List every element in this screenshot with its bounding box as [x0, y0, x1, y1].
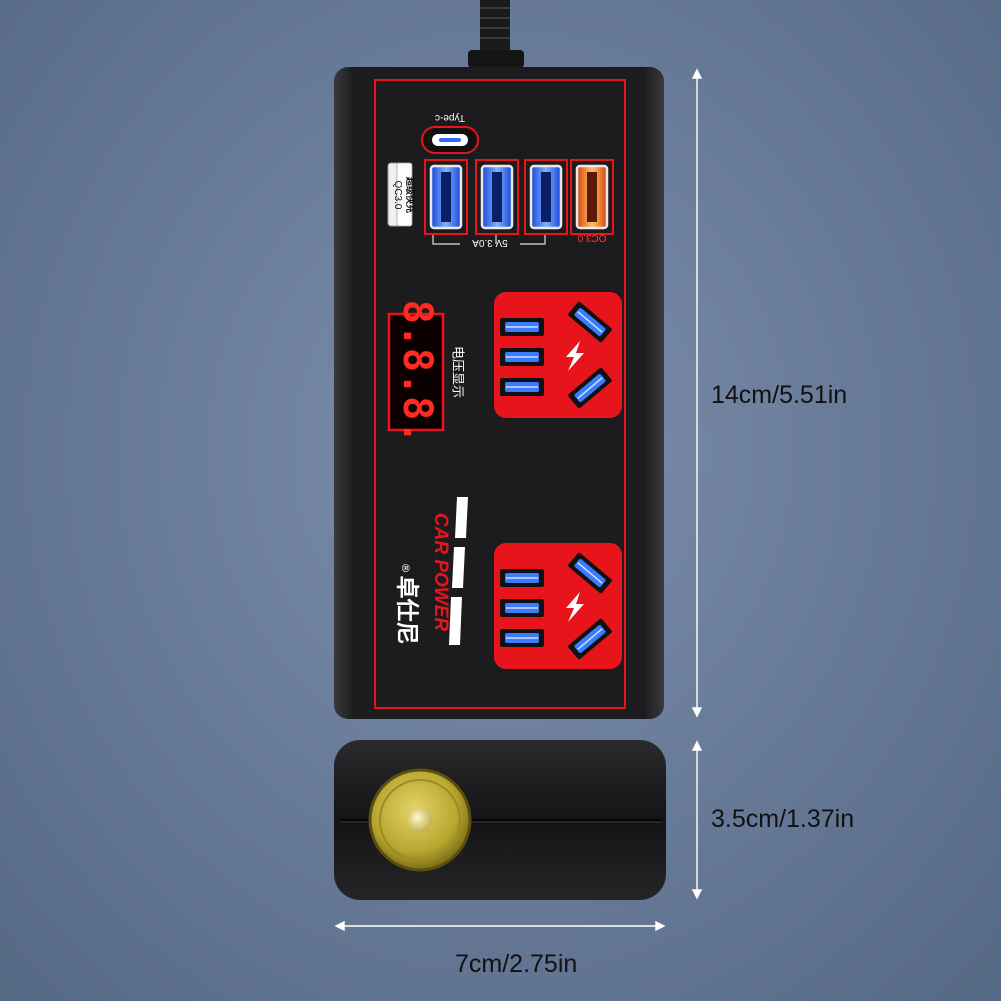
socket-angled-slot-icon — [568, 552, 612, 594]
qc-port-label: QC3.0 — [577, 232, 606, 243]
brand-registered-mark: ® — [399, 563, 412, 574]
socket-angled-slot-icon — [568, 301, 612, 343]
qc-usb-port — [570, 159, 614, 235]
usb-port — [524, 159, 568, 235]
qc-badge — [387, 162, 413, 227]
dimension-lines — [334, 68, 703, 932]
voltage-display — [387, 312, 445, 432]
socket-slot-icon — [500, 599, 544, 617]
depth-dimension-label: 3.5cm/1.37in — [711, 805, 855, 833]
socket-group — [494, 292, 622, 669]
socket-top — [494, 292, 622, 418]
typec-label: Type-c — [435, 112, 465, 123]
socket-slot-icon — [500, 318, 544, 336]
socket-angled-slot-icon — [568, 367, 612, 409]
lightning-icon — [566, 341, 584, 371]
power-cable — [468, 0, 524, 68]
usb-port — [475, 159, 519, 235]
usb-rating-label: 5V 3.0A — [472, 237, 508, 248]
cigarette-socket — [368, 768, 472, 872]
voltage-display-digits: 8.8.8. — [394, 300, 440, 445]
usb-port — [424, 159, 468, 235]
height-dimension-label: 14cm/5.51in — [711, 381, 848, 409]
width-dimension-label: 7cm/2.75in — [455, 950, 578, 978]
socket-angled-slot-icon — [568, 618, 612, 660]
lightning-icon — [566, 592, 584, 622]
usb-port-group — [424, 159, 614, 235]
qc-badge-top: QC3.0 — [392, 181, 403, 210]
voltage-label: 电压显示 — [450, 346, 465, 398]
typec-port — [421, 126, 479, 154]
socket-slot-icon — [500, 348, 544, 366]
series-label: CAR POWER — [430, 513, 451, 632]
decor-stripes — [449, 497, 468, 645]
socket-slot-icon — [500, 378, 544, 396]
brand-name: 卓仕尼 — [394, 576, 421, 645]
socket-bottom — [494, 543, 622, 669]
socket-slot-icon — [500, 569, 544, 587]
usb-bracket — [432, 235, 546, 245]
qc-badge-bottom: 超级快充 — [404, 176, 416, 213]
socket-slot-icon — [500, 629, 544, 647]
